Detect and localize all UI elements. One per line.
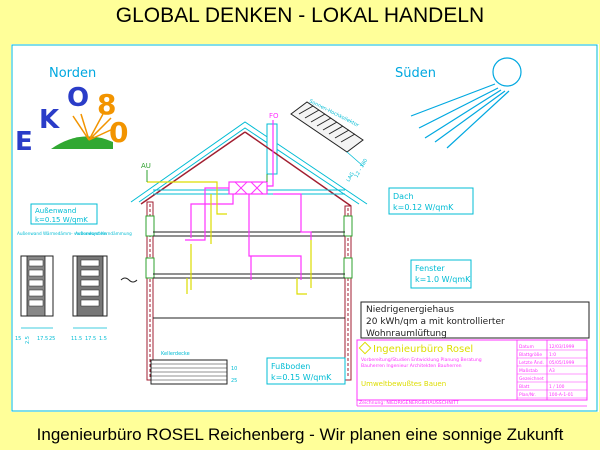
titleblock-row-key: Maßstab: [519, 368, 538, 374]
dims-left-2: 2.5: [25, 336, 31, 344]
logo-letter-e: E: [15, 127, 33, 157]
solar-collector: Sonnen-Hochkollektor 12 - 180 LAG: [290, 98, 370, 183]
wall-box-title: Außenwand: [35, 207, 76, 215]
company-desc-1: Vorbereitung/Studien Entwicklung Planung…: [361, 357, 482, 363]
dims-right-1: 11.5: [71, 336, 82, 342]
concept-line-2: 20 kWh/qm a mit kontrollierter: [366, 317, 505, 327]
supply-ducts: [185, 120, 312, 280]
concept-line-3: Wohnraumlüftung: [366, 329, 447, 339]
dims-left-1: 15: [15, 336, 21, 342]
wall-right-type: Außenwand Kerndämmung: [75, 231, 132, 236]
titleblock-row-key: Blatt: [519, 384, 530, 390]
titleblock-row-value: 1 / 100: [549, 384, 565, 390]
house-section: AU FO: [120, 112, 368, 381]
sun-icon: [410, 57, 522, 149]
wall-box-u: k=0.15 W/qmK: [35, 216, 88, 224]
hill-shape: [51, 136, 113, 149]
floor-dims-2: 25: [231, 378, 237, 384]
floor-box-title: Fußboden: [271, 362, 310, 371]
titleblock-row-value: A3: [549, 368, 555, 374]
project-name: Umweltbewußtes Bauen: [361, 380, 446, 388]
titleblock-row-value: 1:0: [549, 352, 556, 358]
house-section-diagram: Norden Süden E K O 8 0: [11, 44, 598, 412]
dims-left-4: 25: [49, 336, 55, 342]
window-box-title: Fenster: [415, 264, 445, 273]
wall-sample-left: 15 2.5 17.5 25: [15, 255, 55, 344]
company-name: Ingenieurbüro Rosel: [373, 344, 473, 355]
sun-rays-logo: [72, 113, 116, 141]
titleblock-row-key: Gezeichnet: [519, 376, 544, 382]
wall-info-box: Außenwand k=0.15 W/qmK Außenwand Wärmedä…: [17, 203, 132, 236]
floor-box-u: k=0.15 W/qmK: [271, 373, 332, 382]
wave-mark: [120, 277, 138, 283]
roof-dims-2: LAG: [346, 171, 356, 183]
dims-left-3: 17.5: [37, 336, 48, 342]
north-label: Norden: [49, 66, 96, 81]
fo-label: FO: [269, 112, 279, 120]
dims-right-2: 17.5: [85, 336, 96, 342]
logo-letter-k: K: [39, 105, 60, 135]
titleblock-row-value: 100-A-1-01: [549, 392, 574, 398]
titleblock-row-key: Blattgröße: [519, 352, 542, 358]
window-info-box: Fenster k=1.0 W/qmK: [410, 259, 472, 289]
roof-box-title: Dach: [393, 192, 414, 201]
titleblock-row-value: 12/03/1999: [549, 344, 575, 350]
titleblock-row-key: Datum: [519, 344, 534, 350]
dims-right-3: 1.5: [99, 336, 107, 342]
eko80-logo: E K O 8 0: [15, 83, 128, 157]
floor-sample: Kellerdecke 10 25: [150, 351, 237, 385]
concept-line-1: Niedrigenergiehaus: [366, 305, 454, 315]
drawing-label: Zeichnung: NIEDRIGENERGIEHAUSSCHNITT: [359, 400, 459, 406]
wall-sample-right: 11.5 17.5 1.5: [71, 255, 108, 342]
titleblock-row-key: Letzte Änd.: [519, 359, 544, 366]
roof-dims-1: 12 - 180: [354, 158, 370, 179]
titleblock-row-key: Plan/Nr.: [519, 392, 536, 398]
au-label: AU: [141, 162, 151, 170]
floor-dims-1: 10: [231, 366, 237, 372]
drawing-sheet: Norden Süden E K O 8 0: [11, 44, 599, 412]
footer-slogan: Ingenieurbüro ROSEL Reichenberg - Wir pl…: [36, 425, 564, 444]
heating-pipes: [147, 181, 312, 295]
logo-digit-8: 8: [97, 88, 116, 121]
sheet-border: [11, 44, 598, 412]
window-box-u: k=1.0 W/qmK: [415, 275, 471, 284]
company-logo-icon: [358, 341, 372, 355]
titleblock-row-value: 05/05/1999: [549, 360, 575, 366]
floor-info-box: Fußboden k=0.15 W/qmK: [266, 357, 346, 385]
south-label: Süden: [395, 66, 436, 81]
wall-left-type: Außenwand Wärmedämm- verbundsystem: [17, 231, 107, 236]
page-title: GLOBAL DENKEN - LOKAL HANDELN: [115, 4, 485, 27]
company-desc-2: Bauherren Ingenieur Architekten Bauherre…: [361, 363, 462, 369]
logo-letter-o: O: [67, 83, 89, 113]
title-block: Ingenieurbüro Rosel Vorbereitung/Studien…: [356, 339, 588, 401]
roof-box-u: k=0.12 W/qmK: [393, 203, 454, 212]
concept-box: Niedrigenergiehaus 20 kWh/qm a mit kontr…: [360, 301, 590, 339]
cellar-label: Kellerdecke: [161, 351, 190, 357]
chimney: [266, 123, 278, 175]
logo-digit-0: 0: [109, 116, 128, 149]
roof-info-box: Dach k=0.12 W/qmK: [388, 187, 474, 215]
